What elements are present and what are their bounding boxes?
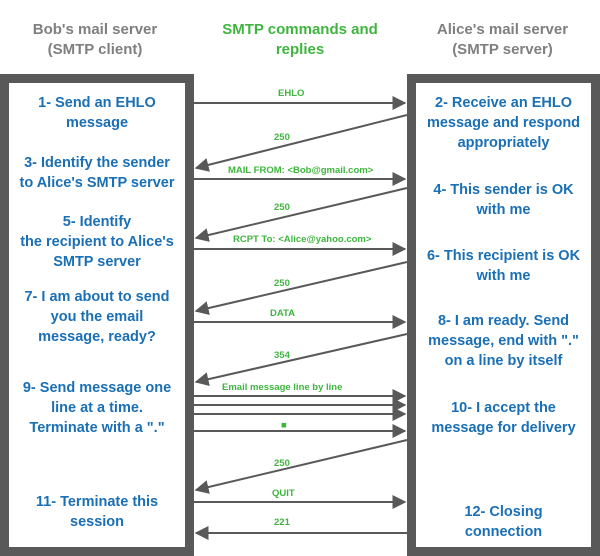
server-header-line: Alice's mail server xyxy=(436,21,569,38)
step-line: connection xyxy=(464,524,543,540)
server-header: Alice's mail server (SMTP server) xyxy=(405,20,600,60)
server-step-4: 4- This sender is OK with me xyxy=(407,180,600,220)
step-line: with me xyxy=(476,202,531,218)
client-header: Bob's mail server (SMTP client) xyxy=(0,20,190,60)
rcpt-to-label: RCPT To: <Alice@yahoo.com> xyxy=(233,234,372,245)
quit-label: QUIT xyxy=(272,488,295,499)
step-line: to Alice's SMTP server xyxy=(19,175,175,191)
middle-header-line: replies xyxy=(275,41,325,58)
reply-250-label: 250 xyxy=(274,278,290,289)
step-line: appropriately xyxy=(457,135,550,151)
step-line: the recipient to Alice's xyxy=(20,234,174,250)
server-step-6: 6- This recipient is OK with me xyxy=(407,246,600,286)
client-panel xyxy=(0,74,194,556)
server-step-10: 10- I accept the message for delivery xyxy=(407,398,600,438)
step-line: session xyxy=(70,514,124,530)
mail-from-label: MAIL FROM: <Bob@gmail.com> xyxy=(228,165,374,176)
message-lines-label: Email message line by line xyxy=(222,382,342,393)
step-line: Terminate with a "." xyxy=(29,420,165,436)
step-line: message, end with "." xyxy=(428,333,579,349)
step-line: message xyxy=(65,115,129,131)
step-line: on a line by itself xyxy=(444,353,563,369)
step-line: 9- Send message one xyxy=(22,380,172,396)
step-line: 7- I am about to send xyxy=(24,289,170,305)
step-line: SMTP server xyxy=(53,254,141,270)
reply-250-label: 250 xyxy=(274,132,290,143)
step-line: 6- This recipient is OK xyxy=(426,248,581,264)
client-step-11: 11- Terminate this session xyxy=(0,492,194,532)
step-line: 12- Closing xyxy=(464,504,543,520)
step-line: message, ready? xyxy=(38,329,156,345)
step-line: 10- I accept the xyxy=(451,400,556,416)
middle-header-line: SMTP commands and xyxy=(222,21,378,38)
step-line: 3- Identify the sender xyxy=(24,155,170,171)
reply-250-arrow xyxy=(194,114,408,172)
reply-250-arrow xyxy=(194,439,408,494)
client-step-7: 7- I am about to send you the email mess… xyxy=(0,287,194,347)
middle-header: SMTP commands and replies xyxy=(195,20,405,60)
client-step-9: 9- Send message one line at a time. Term… xyxy=(0,378,194,438)
step-line: 8- I am ready. Send xyxy=(437,313,570,329)
reply-354-label: 354 xyxy=(274,350,291,361)
reply-354-arrow xyxy=(194,333,408,387)
client-step-3: 3- Identify the sender to Alice's SMTP s… xyxy=(0,153,194,193)
server-step-12: 12- Closing connection xyxy=(407,502,600,542)
reply-250-arrow xyxy=(194,261,408,315)
reply-221-label: 221 xyxy=(274,517,291,528)
step-line: you the email xyxy=(50,309,144,325)
step-line: 2- Receive an EHLO xyxy=(435,95,572,111)
reply-250-arrow xyxy=(194,187,408,242)
reply-250-label: 250 xyxy=(274,202,290,213)
step-line: message and respond xyxy=(426,115,581,131)
step-line: 1- Send an EHLO xyxy=(38,95,156,111)
ehlo-label: EHLO xyxy=(278,88,304,99)
reply-250-label: 250 xyxy=(274,458,290,469)
server-step-8: 8- I am ready. Send message, end with ".… xyxy=(407,311,600,371)
server-panel xyxy=(407,74,600,556)
step-line: 4- This sender is OK xyxy=(433,182,574,198)
server-header-line: (SMTP server) xyxy=(452,41,553,58)
terminator-label: ■ xyxy=(281,420,287,431)
data-label: DATA xyxy=(270,308,295,319)
client-step-1: 1- Send an EHLO message xyxy=(0,93,194,133)
step-line: line at a time. xyxy=(51,400,143,416)
client-header-line: (SMTP client) xyxy=(47,41,143,58)
client-step-5: 5- Identify the recipient to Alice's SMT… xyxy=(0,212,194,272)
step-line: message for delivery xyxy=(431,420,576,436)
server-step-2: 2- Receive an EHLO message and respond a… xyxy=(407,93,600,153)
step-line: 5- Identify xyxy=(62,214,132,230)
client-header-line: Bob's mail server xyxy=(32,21,158,38)
step-line: with me xyxy=(476,268,531,284)
step-line: 11- Terminate this xyxy=(35,494,159,510)
